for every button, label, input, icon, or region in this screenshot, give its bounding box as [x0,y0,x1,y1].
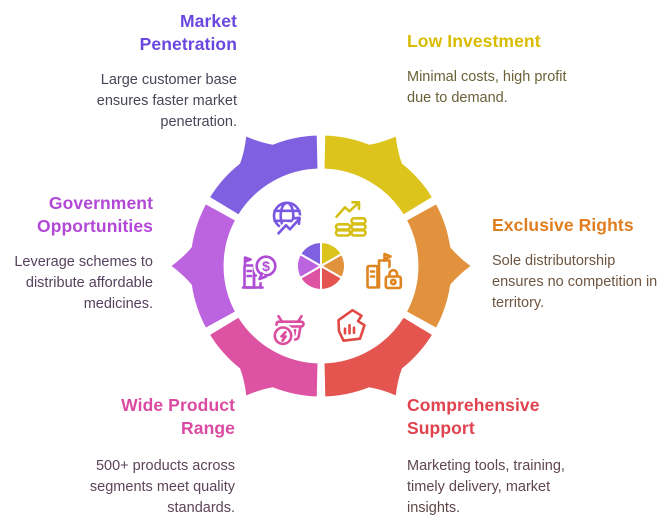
wheel-segment-wide-product-range [206,314,321,400]
label-comprehensive-support: Comprehensive Support Marketing tools, t… [407,394,617,518]
wheel-segment-low-investment [321,132,436,218]
center-pie [296,240,346,292]
segment-description-wide-product-range: 500+ products across segments meet quali… [89,458,235,516]
segment-title-comprehensive-support: Comprehensive Support [407,395,540,439]
segment-title-market-penetration: Market Penetration [139,11,237,55]
segment-title-government-opportunities: Government Opportunities [36,193,153,237]
center-pie-slice-market-penetration [299,240,322,267]
segment-title-low-investment: Low Investment [407,31,541,51]
segment-title-wide-product-range: Wide Product Range [121,395,235,439]
globe-growth-icon [272,201,303,237]
segment-description-exclusive-rights: Sole distributorship ensures no competit… [492,253,658,311]
growth-coins-icon [334,201,369,237]
label-low-investment: Low Investment Minimal costs, high profi… [407,30,607,109]
label-market-penetration: Market Penetration Large customer base e… [57,10,237,132]
segment-title-exclusive-rights: Exclusive Rights [492,215,634,235]
segment-description-government-opportunities: Leverage schemes to distribute affordabl… [14,254,153,312]
dollar-sign: $ [262,258,270,274]
hand-chart-icon [337,308,366,343]
wheel-sectors [167,132,475,400]
wheel-segment-government-opportunities [167,200,239,332]
segment-description-market-penetration: Large customer base ensures faster marke… [96,72,237,130]
label-exclusive-rights: Exclusive Rights Sole distributorship en… [492,214,659,313]
basket-timer-icon [271,314,305,348]
segment-description-comprehensive-support: Marketing tools, training, timely delive… [407,458,565,516]
wheel-segment-market-penetration [206,132,321,218]
wheel-segment-exclusive-rights [403,200,475,332]
label-government-opportunities: Government Opportunities Leverage scheme… [6,192,153,314]
wheel-segment-comprehensive-support [321,314,436,400]
segment-description-low-investment: Minimal costs, high profit due to demand… [407,69,567,106]
label-wide-product-range: Wide Product Range 500+ products across … [35,394,235,518]
buildings-lock-icon [366,252,405,292]
building-dollar-icon: $ [241,253,279,289]
